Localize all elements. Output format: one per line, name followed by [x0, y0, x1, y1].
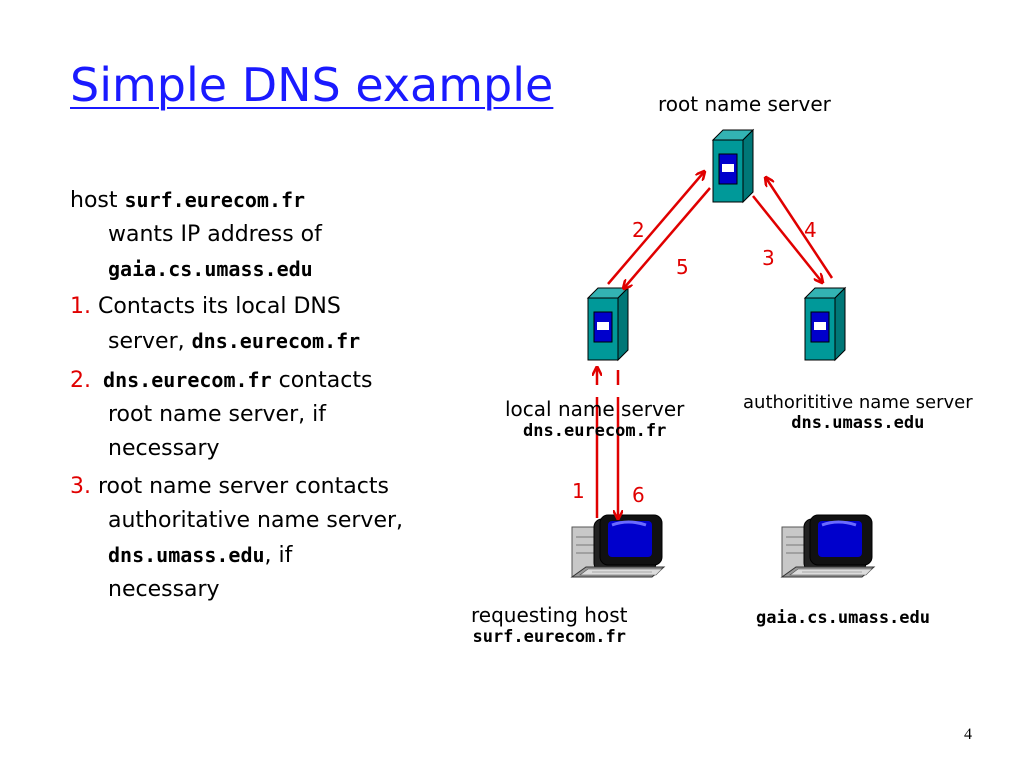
- bullet-text: necessary: [108, 577, 220, 602]
- bullet-hostname: gaia.cs.umass.edu: [108, 257, 313, 281]
- node-hostname: gaia.cs.umass.edu: [756, 608, 930, 628]
- bullet-text: , if: [264, 543, 293, 568]
- bullet-hostname: surf.eurecom.fr: [124, 188, 306, 212]
- root-server-label: root name server: [658, 92, 831, 116]
- bullet-text: root name server contacts: [91, 474, 389, 499]
- arrow-3: [752, 195, 822, 282]
- page-number: 4: [964, 726, 972, 743]
- node-hostname: dns.eurecom.fr: [523, 421, 667, 441]
- node-label: local name server: [505, 397, 685, 421]
- arrow-4: [766, 178, 834, 279]
- requesting-host-label: requesting host surf.eurecom.fr: [471, 603, 627, 647]
- local-server-label: local name server dns.eurecom.fr: [505, 397, 684, 441]
- auth-server-label: authorititive name server dns.umass.edu: [743, 392, 973, 433]
- bullet-list: host surf.eurecom.fr wants IP address of…: [70, 183, 490, 611]
- node-label: authorititive name server: [743, 392, 973, 413]
- bullet-intro: host surf.eurecom.fr wants IP address of…: [70, 183, 490, 286]
- bullet-text: host: [70, 188, 125, 213]
- arrow-label-5: 5: [676, 255, 689, 279]
- requesting-host-icon: [570, 513, 666, 579]
- local-server-icon: [587, 287, 629, 361]
- arrow-2: [607, 172, 704, 285]
- label-backdrop: [588, 385, 628, 397]
- bullet-text: root name server, if: [108, 402, 326, 427]
- arrow-label-1: 1: [572, 479, 585, 503]
- bullet-text: authoritative name server,: [108, 508, 404, 533]
- node-hostname: dns.umass.edu: [791, 413, 925, 433]
- bullet-text: Contacts its local DNS: [91, 294, 341, 319]
- step-number: 1.: [70, 294, 91, 319]
- target-host-label: gaia.cs.umass.edu: [756, 608, 930, 628]
- bullet-line: dns.umass.edu, if: [70, 538, 490, 573]
- arrow-label-6: 6: [632, 483, 645, 507]
- node-hostname: surf.eurecom.fr: [472, 627, 626, 647]
- bullet-text: wants IP address of: [108, 222, 322, 247]
- step-number: 2.: [70, 368, 91, 393]
- bullet-hostname: dns.eurecom.fr: [91, 368, 272, 392]
- bullet-hostname: dns.eurecom.fr: [191, 329, 361, 353]
- arrow-5: [624, 187, 711, 288]
- bullet-step-1: 1. Contacts its local DNS server, dns.eu…: [70, 290, 490, 359]
- bullet-text: server,: [108, 329, 192, 354]
- bullet-text: necessary: [108, 436, 220, 461]
- auth-server-icon: [804, 287, 846, 361]
- root-server-icon: [712, 129, 754, 203]
- slide-title: Simple DNS example: [70, 58, 554, 112]
- bullet-step-2: 2. dns.eurecom.fr contacts root name ser…: [70, 363, 490, 466]
- bullet-hostname: dns.umass.edu: [108, 543, 265, 567]
- arrow-label-4: 4: [804, 218, 817, 242]
- step-number: 3.: [70, 474, 91, 499]
- arrow-label-2: 2: [632, 218, 645, 242]
- target-host-icon: [780, 513, 876, 579]
- node-label: requesting host: [471, 603, 628, 627]
- arrow-label-3: 3: [762, 246, 775, 270]
- bullet-step-3: 3. root name server contacts authoritati…: [70, 470, 490, 607]
- bullet-line: server, dns.eurecom.fr: [70, 324, 490, 359]
- bullet-text: contacts: [271, 368, 373, 393]
